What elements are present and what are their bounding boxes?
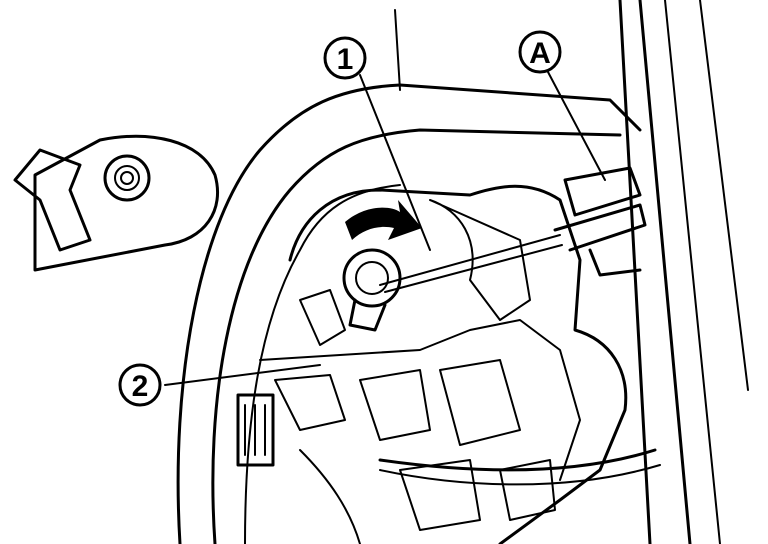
callout-1: 1: [323, 36, 367, 80]
door-module-plate: [259, 184, 661, 544]
svg-text:A: A: [529, 37, 551, 70]
callout-a: A: [518, 30, 562, 74]
leader-lines: [164, 71, 606, 386]
trim-clip: [342, 248, 402, 332]
rotation-arrow: [345, 200, 422, 240]
connector: [236, 393, 275, 467]
door-panel-outline: [176, 83, 642, 544]
svg-text:2: 2: [132, 370, 149, 403]
svg-text:1: 1: [337, 43, 354, 76]
remover-tool: [379, 166, 647, 293]
callout-2: 2: [118, 363, 162, 407]
clip-detail-inset: [13, 134, 220, 272]
